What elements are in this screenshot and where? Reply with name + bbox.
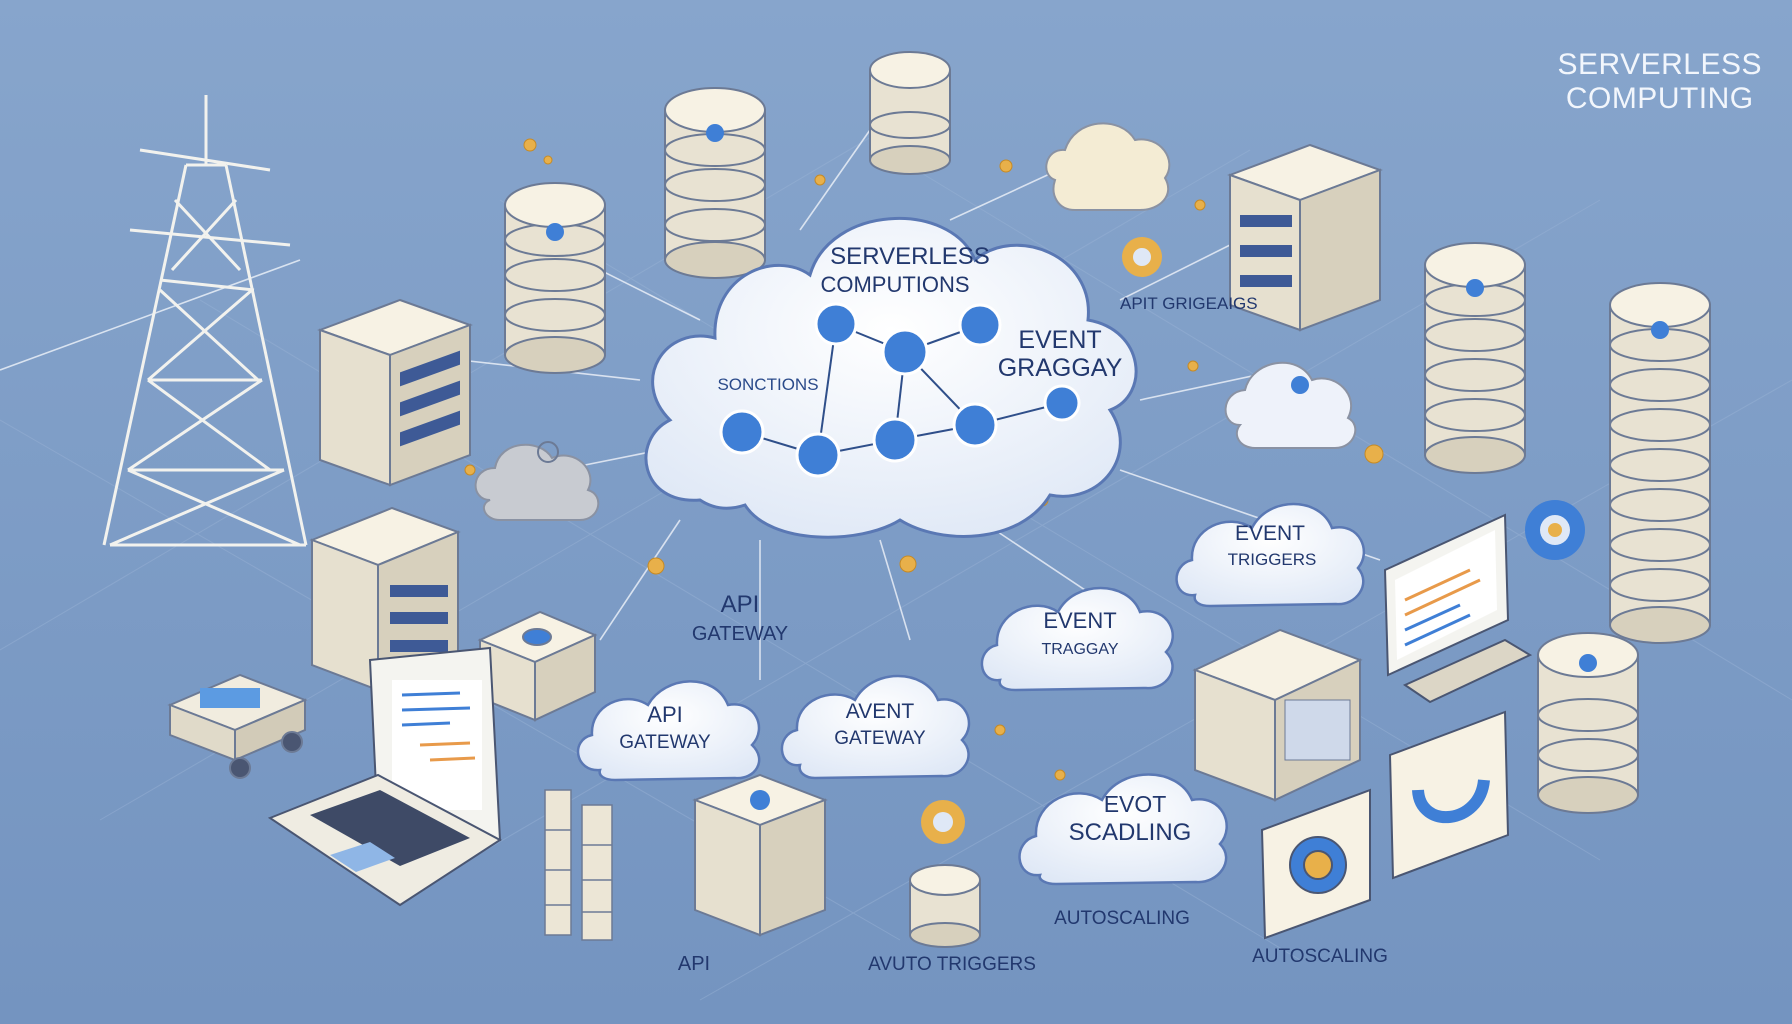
api-bottom-label: API [678,953,710,975]
function-node-icon [719,302,1081,478]
main-cloud-title-line2: COMPUTIONS [820,272,969,297]
api-gateway-cloud-line2: GATEWAY [619,732,711,753]
main-cloud-right-label-line1: EVENT [1018,326,1101,354]
analytics-panel-icon [1260,788,1371,940]
server-rack-icon [1227,143,1383,332]
event-triggers-cloud-line1: EVENT [1235,522,1305,545]
device-cart-icon [167,673,308,779]
storage-box-icon [477,610,598,722]
database-stack-icon [1609,282,1711,644]
database-stack-icon [869,51,951,175]
corner-title-line2: COMPUTING [1565,82,1754,115]
evot-scadling-cloud-line2: SCADLING [1069,819,1192,846]
corner-title: SERVERLESS COMPUTING [1557,48,1762,116]
autoscaling-label-right: AUTOSCALING [1252,946,1388,967]
block-tower-icon [544,789,613,941]
api-gateway-label-line1: API [721,591,760,618]
apit-grigeaigs-label: APIT GRIGEAIGS [1120,294,1258,313]
connector-dots [464,138,1384,781]
event-traggay-cloud-line2: TRAGGAY [1041,641,1118,658]
autoscaling-label-mid: AUTOSCALING [1054,908,1190,929]
database-stack-icon [664,87,766,279]
corner-title-line1: SERVERLESS [1557,48,1762,81]
gear-icon [921,800,965,844]
storage-cloud-icon [1045,122,1171,211]
main-cloud-title-line1: SERVERLESS [830,243,990,270]
database-stack-icon [909,864,981,948]
server-rack-icon [692,773,828,937]
gear-icon [1122,237,1162,277]
database-stack-icon [504,182,606,374]
database-stack-icon [1537,632,1639,814]
evot-scadling-cloud-line1: EVOT [1104,791,1167,817]
avent-gateway-cloud-line2: GATEWAY [834,728,926,749]
event-traggay-cloud: EVENT TRAGGAY [980,586,1174,692]
server-rack-icon [317,298,473,487]
storage-cloud-icon [1224,361,1357,449]
event-traggay-cloud-line1: EVENT [1043,608,1116,633]
main-cloud-left-label: SONCTIONS [717,375,818,394]
server-rack-icon [1192,628,1363,802]
gear-icon [1525,500,1585,560]
event-triggers-cloud-line2: TRIGGERS [1228,550,1317,569]
main-serverless-cloud: SERVERLESS COMPUTIONS SONCTIONS EVENT GR… [644,216,1138,539]
storage-cloud-icon [474,441,600,521]
event-triggers-cloud: EVENT TRIGGERS [1175,502,1366,608]
evot-scadling-cloud: EVOT SCADLING [1018,773,1228,886]
database-stack-icon [1424,242,1526,474]
avent-gateway-cloud: AVENT GATEWAY [780,674,971,780]
desktop-monitor-icon [1383,513,1533,704]
api-gateway-cloud: API GATEWAY [576,680,761,782]
dashboard-panel-icon [1388,710,1510,880]
main-cloud-right-label-line2: GRAGGAY [998,354,1123,382]
laptop-icon [267,646,502,907]
server-rack-icon [309,506,461,692]
avuto-triggers-label: AVUTO TRIGGERS [868,954,1036,975]
api-gateway-cloud-line1: API [647,702,682,727]
avent-gateway-cloud-line1: AVENT [846,700,915,723]
api-gateway-label-line2: GATEWAY [692,623,788,645]
transmission-tower-icon [102,95,308,547]
